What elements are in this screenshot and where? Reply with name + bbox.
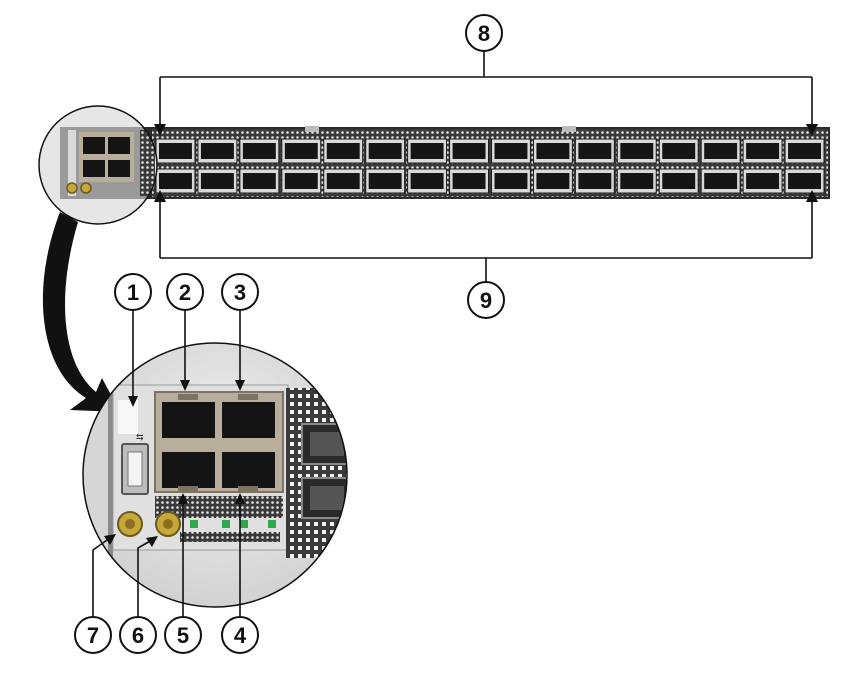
qsfp-port-opening — [578, 173, 612, 189]
callout-label: 4 — [234, 623, 247, 648]
coax-connector-right — [155, 511, 181, 537]
qsfp-port-opening — [368, 143, 402, 159]
qsfp-port-opening — [494, 173, 528, 189]
arrowhead — [154, 124, 166, 136]
management-module-thumbnail — [38, 105, 158, 225]
arrowhead — [146, 536, 158, 547]
qsfp-port-opening — [242, 173, 276, 189]
qsfp-port-opening — [788, 143, 821, 159]
qsfp-port-opening — [452, 173, 486, 189]
qsfp-port-opening — [326, 173, 360, 189]
callout-label: 5 — [177, 623, 189, 648]
rj45-port-top-left — [162, 402, 215, 438]
callout-5: 5 — [164, 616, 202, 654]
qsfp-port-opening — [788, 173, 821, 189]
qsfp-port-opening — [159, 143, 192, 159]
qsfp-port-opening — [284, 173, 318, 189]
rj45-port-bottom-right — [222, 452, 275, 488]
zoom-pointer-arrow — [42, 212, 120, 412]
qsfp-port-opening — [284, 143, 318, 159]
callout-2: 2 — [166, 273, 204, 311]
callout-label: 7 — [87, 623, 99, 648]
callout-label: 1 — [127, 280, 139, 305]
qsfp-port-opening — [704, 143, 738, 159]
qsfp-port-opening — [536, 173, 570, 189]
callout-1: 1 — [114, 273, 152, 311]
qsfp-port-opening — [704, 173, 738, 189]
status-led — [190, 520, 198, 528]
arrowhead — [235, 493, 245, 504]
rj45-port-top-right — [222, 402, 275, 438]
switch-chassis — [60, 126, 830, 199]
qsfp-port-opening — [536, 143, 570, 159]
callout-7: 7 — [74, 616, 112, 654]
status-led — [268, 520, 276, 528]
qsfp-port-opening — [242, 143, 276, 159]
qsfp-port-opening — [326, 143, 360, 159]
qsfp-port-opening — [368, 173, 402, 189]
qsfp-port-opening — [620, 143, 654, 159]
qsfp-port-opening — [410, 143, 444, 159]
qsfp-port-bank — [155, 138, 825, 194]
callout-label: 9 — [480, 288, 492, 313]
qsfp-port-opening — [494, 143, 528, 159]
qsfp-port-opening — [452, 143, 486, 159]
qsfp-port-opening — [620, 173, 654, 189]
qsfp-port-opening — [200, 143, 234, 159]
coax-connector-left — [117, 511, 143, 537]
qsfp-port-opening — [410, 173, 444, 189]
qsfp-port-opening — [200, 173, 234, 189]
callout-label: 3 — [234, 280, 246, 305]
qsfp-port-opening — [662, 143, 696, 159]
callout-8: 8 — [465, 14, 503, 52]
arrowheads — [104, 124, 818, 547]
status-led — [240, 520, 248, 528]
callout-label: 2 — [179, 280, 191, 305]
arrowhead — [154, 190, 166, 202]
arrowhead — [178, 493, 188, 504]
callout-6: 6 — [119, 616, 157, 654]
leader-lines — [92, 52, 813, 616]
qsfp-port-opening — [746, 143, 780, 159]
qsfp-port-opening — [578, 143, 612, 159]
callout-label: 8 — [478, 21, 490, 46]
arrowhead — [180, 380, 190, 391]
qsfp-port-opening — [662, 173, 696, 189]
rj45-port-bottom-left — [162, 452, 215, 488]
arrowhead — [806, 124, 818, 136]
arrowhead — [104, 534, 116, 545]
callout-label: 6 — [132, 623, 144, 648]
callout-3: 3 — [221, 273, 259, 311]
arrowhead — [806, 190, 818, 202]
status-led — [222, 520, 230, 528]
management-module-zoom: ⇆ — [82, 342, 348, 608]
arrowhead — [128, 396, 138, 407]
qsfp-port-opening — [746, 173, 780, 189]
usb-symbol-icon: ⇆ — [136, 432, 144, 442]
qsfp-port-opening — [159, 173, 192, 189]
callout-9: 9 — [467, 281, 505, 319]
callout-4: 4 — [221, 616, 259, 654]
arrowhead — [235, 380, 245, 391]
